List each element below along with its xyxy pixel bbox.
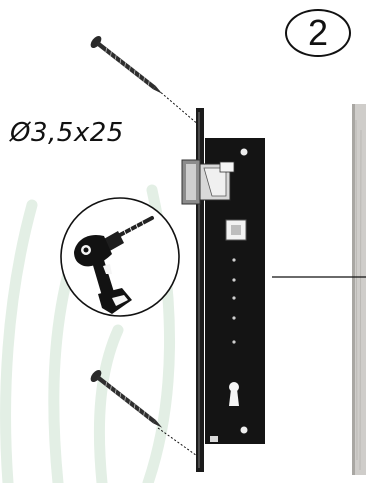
keyhole-icon [229,382,239,406]
mortise-lock-icon [182,108,265,472]
screw-icon [89,34,167,99]
screw-size-label: Ø3,5x25 [10,118,124,148]
step-number-badge: 2 [285,9,351,57]
top-screw-guide [158,90,200,126]
power-drill-icon [61,198,179,316]
door-edge [352,104,366,475]
